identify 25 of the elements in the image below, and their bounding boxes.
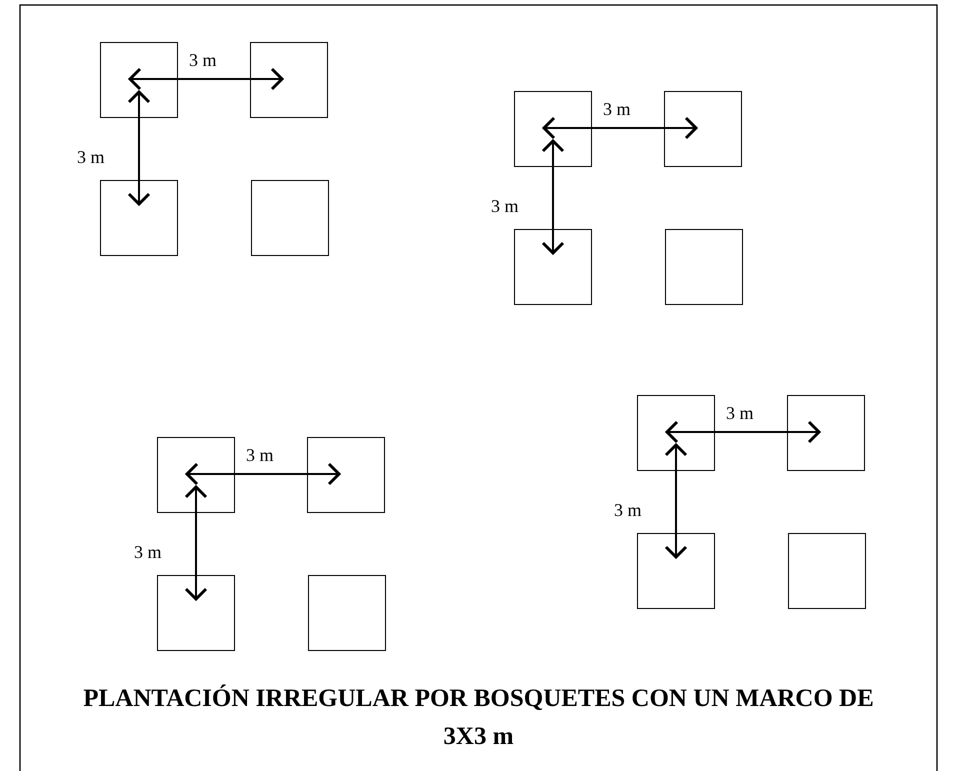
dimension-arrow	[184, 486, 208, 600]
caption: PLANTACIÓN IRREGULAR POR BOSQUETES CON UN MARCO DE 3X3 m	[82, 684, 875, 752]
planting-square	[787, 395, 865, 471]
planting-square	[100, 180, 178, 256]
planting-square	[100, 42, 178, 118]
planting-square	[157, 575, 235, 651]
planting-square	[637, 533, 715, 609]
planting-square	[788, 533, 866, 609]
planting-square	[514, 229, 592, 305]
dimension-arrow	[128, 90, 150, 206]
planting-square	[665, 229, 743, 305]
dimension-arrow	[128, 68, 284, 90]
dimension-arrow	[664, 444, 688, 558]
dimension-arrow	[186, 462, 340, 486]
planting-square	[308, 575, 386, 651]
planting-square	[514, 91, 592, 167]
dimension-arrow	[666, 420, 820, 444]
dimension-arrow	[542, 116, 698, 140]
dimension-arrow	[542, 140, 564, 254]
planting-square	[250, 42, 328, 118]
planting-square	[307, 437, 385, 513]
planting-square	[637, 395, 715, 471]
planting-square	[664, 91, 742, 167]
planting-square	[251, 180, 329, 256]
planting-square	[157, 437, 235, 513]
